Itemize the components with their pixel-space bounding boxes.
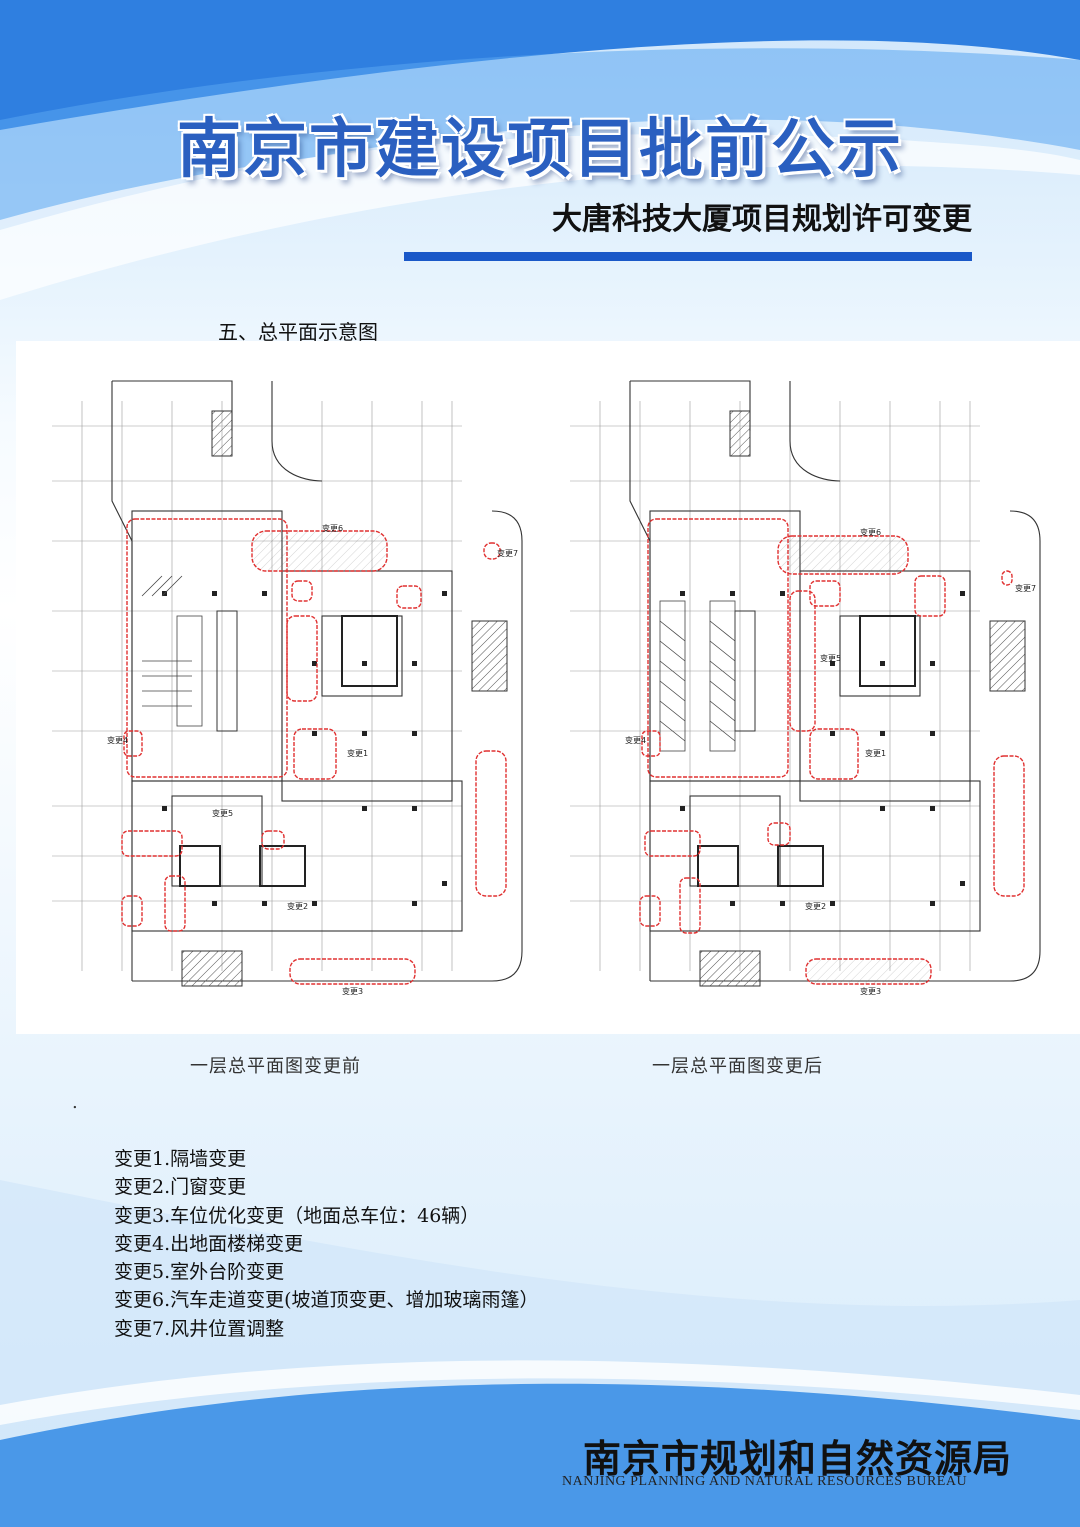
change-item: 变更4.出地面楼梯变更 <box>114 1232 304 1255</box>
before-label-1: 变更1 <box>347 748 368 758</box>
caption-after: 一层总平面图变更后 <box>652 1056 823 1077</box>
section-heading: 五、总平面示意图 <box>218 320 378 344</box>
after-label-3: 变更3 <box>860 986 881 996</box>
before-label-7: 变更7 <box>497 548 518 558</box>
after-revision-clouds <box>639 518 1025 985</box>
before-revision-clouds <box>121 518 507 985</box>
after-parking-stalls <box>659 600 736 752</box>
after-label-7: 变更7 <box>1015 583 1036 593</box>
plan-after: 变更1 变更2 变更3 变更4 变更5 变更6 变更7 <box>569 380 1041 996</box>
page-title: 南京市建设项目批前公示 <box>177 112 903 187</box>
after-label-4: 变更4 <box>625 735 646 745</box>
after-label-2: 变更2 <box>805 901 826 911</box>
footer-org-english: NANJING PLANNING AND NATURAL RESOURCES B… <box>562 1474 968 1489</box>
change-list: 变更1.隔墙变更 变更2.门窗变更 变更3.车位优化变更（地面总车位：46辆） … <box>114 1145 539 1343</box>
before-change-labels: 变更1 变更2 变更3 变更4 变更5 变更6 变更7 <box>107 523 518 996</box>
caption-before: 一层总平面图变更前 <box>190 1056 361 1077</box>
stray-dot: . <box>72 1092 78 1113</box>
page-subtitle: 大唐科技大厦项目规划许可变更 <box>552 202 972 237</box>
before-label-4: 变更4 <box>107 735 128 745</box>
after-label-6: 变更6 <box>860 527 881 537</box>
before-parking-stalls <box>141 575 203 727</box>
change-item: 变更7.风井位置调整 <box>114 1317 285 1340</box>
plan-before: 变更1 变更2 变更3 变更4 变更5 变更6 变更7 <box>51 380 523 996</box>
before-label-3: 变更3 <box>342 986 363 996</box>
change-item: 变更2.门窗变更 <box>114 1176 247 1199</box>
change-item: 变更1.隔墙变更 <box>114 1148 247 1170</box>
change-item: 变更3.车位优化变更（地面总车位：46辆） <box>114 1204 480 1227</box>
change-item: 变更6.汽车走道变更(坡道顶变更、增加玻璃雨篷） <box>114 1289 539 1312</box>
before-label-5: 变更5 <box>212 808 233 818</box>
after-label-5: 变更5 <box>820 653 841 663</box>
after-change-labels: 变更1 变更2 变更3 变更4 变更5 变更6 变更7 <box>625 527 1036 996</box>
before-label-2: 变更2 <box>287 901 308 911</box>
after-label-1: 变更1 <box>865 748 886 758</box>
footer-org-name: 南京市规划和自然资源局 <box>582 1436 1012 1481</box>
subtitle-underline <box>404 252 972 261</box>
site-plan-drawings: 变更1 变更2 变更3 变更4 变更5 变更6 变更7 <box>51 380 1041 996</box>
before-label-6: 变更6 <box>322 523 343 533</box>
site-plan-figure: 变更1 变更2 变更3 变更4 变更5 变更6 变更7 <box>16 341 1080 1034</box>
change-item: 变更5.室外台阶变更 <box>114 1261 285 1284</box>
